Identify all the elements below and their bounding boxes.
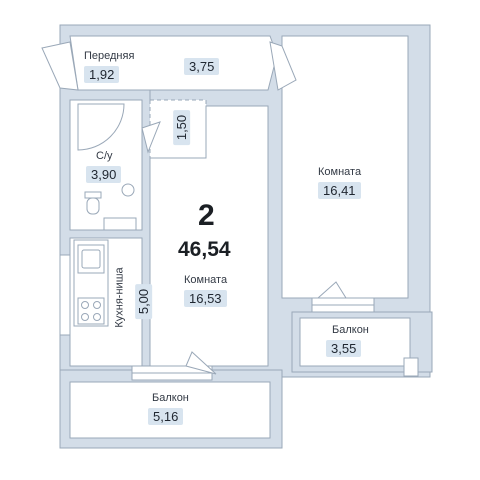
total-area: 46,54 [178, 238, 231, 261]
main-room-area: 16,53 [184, 290, 227, 307]
hall-right-wedge [269, 41, 297, 91]
balcony-door-main [185, 351, 217, 375]
washing-machine [103, 217, 137, 231]
kitchen-sink-bowl [81, 249, 101, 269]
burner-1 [81, 301, 89, 309]
burner-4 [93, 313, 101, 321]
burner-2 [93, 301, 101, 309]
passage-width: 1,50 [173, 109, 191, 146]
second-room-floor [281, 35, 409, 299]
hall-label: Передняя [84, 50, 135, 62]
main-room-label: Комната [184, 274, 228, 286]
second-room-label: Комната [318, 166, 362, 178]
window-kitchen [59, 254, 71, 336]
hall-area: 1,92 [84, 66, 120, 83]
kitchen-width: 5,00 [135, 283, 153, 320]
burner-3 [81, 313, 89, 321]
bathroom-area: 3,90 [86, 166, 122, 183]
stove [77, 297, 105, 325]
balcony-right-area: 3,55 [326, 340, 362, 357]
toilet-bowl [86, 197, 100, 215]
balcony-right-rail [403, 357, 419, 377]
second-room-area: 16,41 [318, 182, 361, 199]
balcony-door-second [316, 281, 347, 299]
sink [121, 183, 135, 197]
balcony-right-label: Балкон [332, 324, 369, 336]
kitchen-label: Кухня-ниша [113, 267, 126, 328]
toilet-tank [84, 191, 102, 199]
rooms-count: 2 [198, 199, 215, 232]
balcony-bottom-label: Балкон [152, 392, 189, 404]
corridor-area: 3,75 [184, 58, 220, 75]
shower-arc [77, 103, 125, 151]
balcony-bottom-area: 5,16 [148, 408, 184, 425]
bathroom-label: С/у [96, 150, 113, 162]
bathroom-door [141, 121, 161, 154]
entry-door-wedge [41, 41, 79, 91]
